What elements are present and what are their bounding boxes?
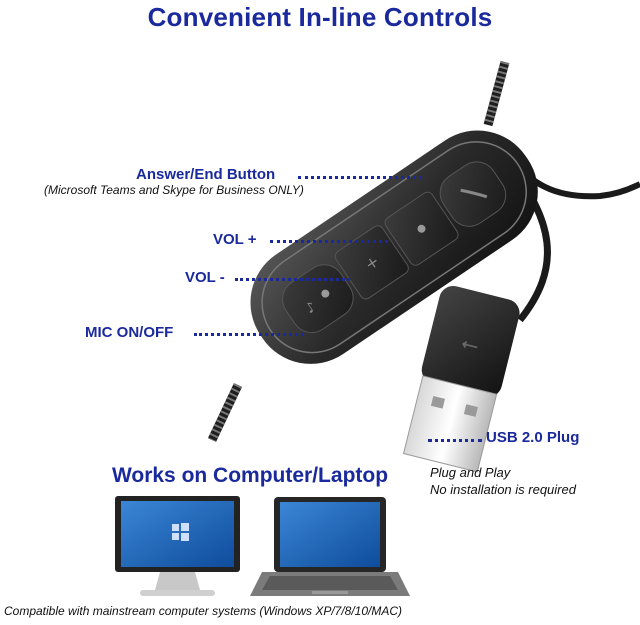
- vol-up-leader: [270, 240, 388, 243]
- laptop: [250, 497, 410, 596]
- mic-leader: [194, 333, 304, 336]
- vol-up-label: VOL +: [213, 231, 257, 248]
- coiled-cable-bottom: [207, 383, 243, 442]
- usb-plug: ⭠: [402, 285, 520, 473]
- coiled-cable-top: [483, 60, 510, 127]
- works-heading: Works on Computer/Laptop: [111, 464, 389, 487]
- no-installation-line: No installation is required: [430, 482, 576, 497]
- inline-controller: + ♪: [250, 130, 538, 364]
- usb-label: USB 2.0 Plug: [486, 429, 580, 446]
- svg-text:⭠: ⭠: [458, 331, 481, 360]
- page-title: Convenient In-line Controls: [147, 2, 493, 32]
- desktop-monitor: [115, 496, 240, 596]
- plug-and-play-line: Plug and Play: [430, 465, 511, 480]
- answer-end-label: Answer/End Button: [136, 166, 276, 183]
- usb-leader: [428, 439, 482, 442]
- vol-down-key: [334, 225, 409, 300]
- answer-end-note: (Microsoft Teams and Skype for Business …: [44, 183, 304, 197]
- vol-down-label: VOL -: [185, 269, 225, 286]
- plug-and-play-note: Plug and Play No installation is require…: [430, 464, 576, 498]
- answer-end-leader: [298, 176, 422, 179]
- mic-label: MIC ON/OFF: [85, 324, 174, 341]
- compatibility-note: Compatible with mainstream computer syst…: [4, 604, 403, 618]
- vol-down-leader: [235, 278, 350, 281]
